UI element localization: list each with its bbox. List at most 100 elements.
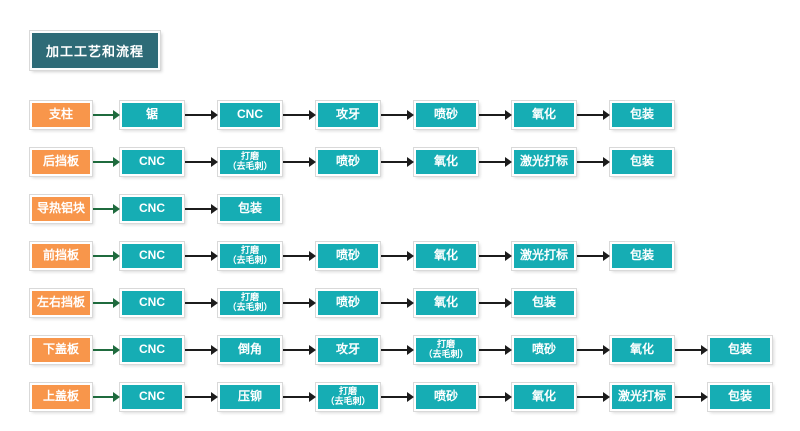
process-step-label: 包装 [237,201,262,216]
arrow-connector [92,297,120,309]
arrow-line [283,114,310,116]
part-box: 下盖板 [30,336,92,364]
arrow-line [479,349,506,351]
arrow-connector [92,203,120,215]
arrow-connector [282,297,316,309]
arrow-line [479,114,506,116]
process-step-box: 氧化 [414,289,478,317]
process-step-sublabel: （去毛刺） [325,396,371,406]
process-step-label: CNC [139,154,165,169]
arrow-connector [478,391,512,403]
arrow-line [185,161,212,163]
process-step-box: 打磨（去毛刺） [218,289,282,317]
process-step-label: 包装 [531,295,556,310]
process-step-box: 喷砂 [316,148,380,176]
process-step-box: 喷砂 [316,289,380,317]
arrow-connector [576,156,610,168]
arrow-line [675,349,702,351]
process-step-label: 氧化 [531,107,556,122]
process-step-label: 打磨 [240,151,259,162]
arrow-connector [380,156,414,168]
arrowhead-icon [701,345,708,355]
arrow-connector [576,344,610,356]
arrow-connector [282,391,316,403]
arrowhead-icon [211,345,218,355]
part-box: 支柱 [30,101,92,129]
process-step-label: 喷砂 [433,389,458,404]
part-box: 上盖板 [30,383,92,411]
process-step-label: 氧化 [433,248,458,263]
arrow-line [381,349,408,351]
process-step-box: CNC [120,289,184,317]
page-title: 加工工艺和流程 [30,31,161,70]
arrowhead-icon [309,392,316,402]
arrowhead-icon [603,392,610,402]
arrow-line [479,396,506,398]
process-step-label: 喷砂 [531,342,556,357]
process-step-box: CNC [120,195,184,223]
arrow-connector [478,297,512,309]
process-step-sublabel: （去毛刺） [227,302,273,312]
arrow-connector [380,344,414,356]
arrow-line [93,208,114,210]
arrow-connector [674,344,708,356]
process-step-box: 喷砂 [512,336,576,364]
arrow-connector [478,344,512,356]
process-step-box: 激光打标 [512,242,576,270]
process-step-label: 攻牙 [335,107,360,122]
arrowhead-icon [211,251,218,261]
arrow-line [283,302,310,304]
arrow-line [93,302,114,304]
arrow-line [93,161,114,163]
process-step-label: 氧化 [433,154,458,169]
arrow-line [577,255,604,257]
process-step-label: 喷砂 [335,295,360,310]
process-step-box: 压铆 [218,383,282,411]
process-step-box: 氧化 [610,336,674,364]
process-step-label: 打磨 [240,292,259,303]
process-step-label: 氧化 [433,295,458,310]
arrowhead-icon [309,157,316,167]
arrowhead-icon [603,157,610,167]
process-step-box: 打磨（去毛刺） [218,148,282,176]
arrowhead-icon [407,298,414,308]
arrowhead-icon [407,392,414,402]
arrow-connector [184,109,218,121]
arrowhead-icon [505,345,512,355]
arrowhead-icon [505,110,512,120]
arrow-connector [184,344,218,356]
arrowhead-icon [505,298,512,308]
process-step-box: 包装 [512,289,576,317]
arrowhead-icon [113,157,120,167]
arrow-connector [92,250,120,262]
process-step-box: 打磨（去毛刺） [218,242,282,270]
arrowhead-icon [603,110,610,120]
arrow-line [185,208,212,210]
arrow-connector [674,391,708,403]
process-step-box: 打磨（去毛刺） [414,336,478,364]
arrow-connector [282,250,316,262]
arrowhead-icon [113,110,120,120]
process-step-label: 喷砂 [335,154,360,169]
arrowhead-icon [211,157,218,167]
process-step-box: 打磨（去毛刺） [316,383,380,411]
process-step-label: CNC [237,107,263,122]
arrow-line [381,114,408,116]
process-step-label: 攻牙 [335,342,360,357]
process-step-box: 氧化 [512,101,576,129]
process-step-box: CNC [218,101,282,129]
arrow-connector [478,156,512,168]
process-step-label: 打磨 [240,245,259,256]
arrow-line [577,349,604,351]
arrow-connector [282,109,316,121]
arrow-line [675,396,702,398]
arrowhead-icon [407,251,414,261]
arrow-connector [576,250,610,262]
arrow-connector [184,250,218,262]
arrow-line [577,114,604,116]
arrow-line [381,396,408,398]
